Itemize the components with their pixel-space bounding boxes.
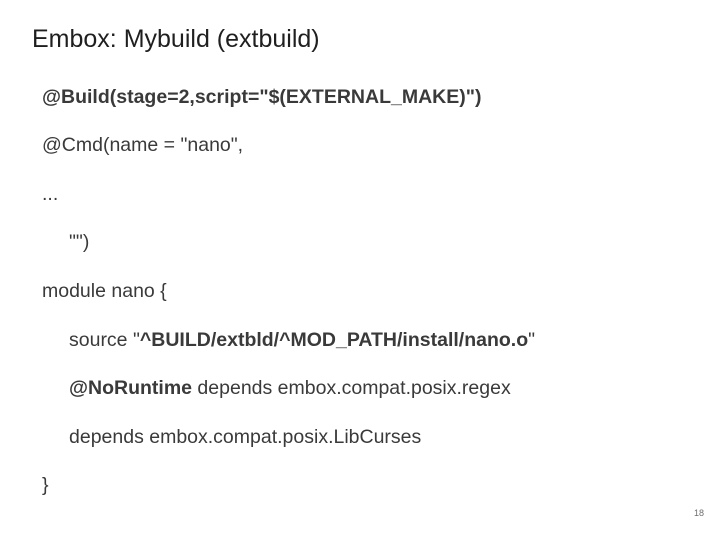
ellipsis-line: ... [42, 183, 59, 205]
module-close-line: } [42, 474, 49, 496]
cmd-annotation-line: @Cmd(name = "nano", [42, 134, 244, 156]
source-path: ^BUILD/extbld/^MOD_PATH/install/nano.o [139, 329, 529, 351]
slide-number: 18 [693, 508, 704, 518]
regex-dependency: depends embox.compat.posix.regex [192, 377, 511, 399]
source-quote-close: " [528, 329, 536, 351]
noruntime-annotation: @NoRuntime [69, 377, 193, 399]
source-line: source "^BUILD/extbld/^MOD_PATH/install/… [69, 327, 535, 353]
source-keyword: source " [69, 329, 140, 351]
module-declaration-line: module nano { [42, 280, 167, 302]
build-annotation-line: @Build(stage=2,script="$(EXTERNAL_MAKE)"… [42, 86, 482, 108]
cmd-close-line: "") [69, 231, 90, 253]
noruntime-depends-line: @NoRuntime depends embox.compat.posix.re… [69, 375, 511, 401]
libcurses-depends-line: depends embox.compat.posix.LibCurses [69, 426, 422, 448]
slide-title: Embox: Mybuild (extbuild) [32, 25, 320, 53]
